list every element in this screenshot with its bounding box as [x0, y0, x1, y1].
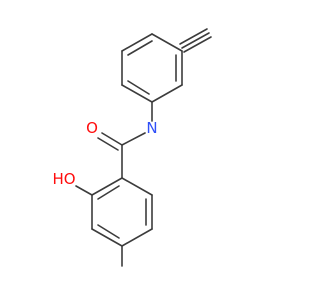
- molecule-structure: O N HO: [52, 28, 212, 267]
- carbonyl-oxygen-label: O: [86, 119, 98, 137]
- hydroxyl-label: HO: [52, 170, 75, 188]
- hydroxyl-bond: [75, 185, 93, 196]
- ethynylphenyl-ring: [121, 33, 183, 103]
- amide-bond: [121, 132, 146, 146]
- amide-nitrogen-label: N: [146, 119, 157, 137]
- alkyne-triple-bond: [179, 28, 212, 53]
- carbonyl-double-bond: [97, 132, 123, 151]
- hydroxymethylphenyl-ring: [91, 177, 153, 247]
